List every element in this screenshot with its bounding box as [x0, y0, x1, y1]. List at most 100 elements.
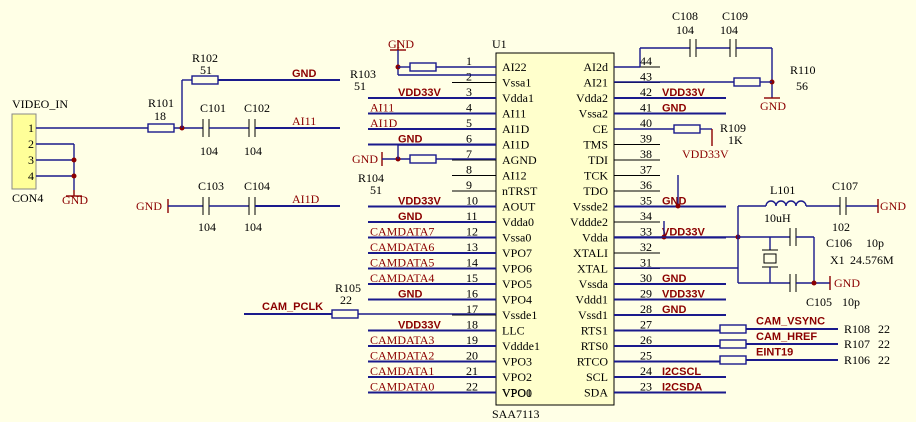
resistor-r108: [719, 324, 747, 334]
pin-name-7: AGND: [502, 153, 537, 167]
pin-net-13: CAMDATA6: [370, 240, 434, 254]
junction-dot: [71, 173, 77, 179]
resistor-r102: [191, 75, 219, 85]
pin-number-14: 14: [466, 256, 478, 270]
pin-net-4: AI11: [370, 101, 394, 115]
pin-number-24: 24: [640, 364, 652, 378]
pin-net-11: GND: [398, 211, 423, 223]
connector-body: [11, 113, 37, 190]
pin-net-25: EINT19: [756, 347, 793, 359]
pin-name-8: AI12: [502, 169, 527, 183]
pin-name-42: Vdda2: [576, 91, 608, 105]
c108-value: 104: [676, 23, 694, 37]
resistor-r107: [719, 339, 747, 349]
ai2-network: C108 104 C109 104 R110 56 GND: [614, 9, 816, 113]
r101-value: 18: [154, 109, 166, 123]
pin-net-24: I2CSCL: [662, 366, 701, 378]
pin-number-38: 38: [640, 147, 652, 161]
pin-net-27: CAM_VSYNC: [756, 316, 825, 328]
pin-number-9: 9: [466, 178, 472, 192]
r105-net-label: CAM_PCLK: [262, 301, 323, 313]
pin-name-18: LLC: [502, 324, 525, 338]
pin-net-5: AI1D: [370, 116, 398, 130]
c101-ref: C101: [200, 101, 226, 115]
connector-title: VIDEO_IN: [12, 97, 68, 111]
r109-ref: R109: [720, 121, 746, 135]
r110-ref: R110: [790, 63, 816, 77]
pin-net-18: VDD33V: [398, 320, 441, 332]
pin-net-42: VDD33V: [662, 87, 705, 99]
pin-name-13: VPO7: [502, 246, 532, 260]
pin-name-39: TMS: [583, 138, 608, 152]
connector-pin-2: 2: [28, 137, 34, 151]
r106-ref: R106: [844, 353, 870, 367]
pin-name-4: AI11: [502, 107, 526, 121]
pin-name-36: TDO: [583, 184, 608, 198]
r105-value: 22: [340, 293, 352, 307]
pin-name-6: AI1D: [502, 138, 530, 152]
r110-gnd-label: GND: [760, 99, 786, 113]
c103-gnd-label: GND: [136, 199, 162, 213]
pin-number-4: 4: [466, 101, 472, 115]
c107-gnd-label: GND: [880, 199, 906, 213]
r104-gnd-label: GND: [352, 152, 378, 166]
pin-number-35: 35: [640, 194, 652, 208]
resistor-r109: [673, 124, 701, 134]
r109-value: 1K: [728, 133, 743, 147]
r103-network: GND R103 51: [350, 37, 496, 93]
pin-net-19: CAMDATA3: [370, 333, 434, 347]
inductor-l101: [765, 200, 807, 207]
pin-net-12: CAMDATA7: [370, 225, 434, 239]
pin-number-30: 30: [640, 271, 652, 285]
pin-number-41: 41: [640, 101, 652, 115]
video-input-chain: R101 18 R102 51 GND C101 104 C102 104 AI…: [60, 51, 340, 158]
r104-value: 51: [370, 183, 382, 197]
pin-number-18: 18: [466, 318, 478, 332]
pin-name-14: VPO6: [502, 262, 532, 276]
pin-number-19: 19: [466, 333, 478, 347]
connector-pin-3: 3: [28, 153, 34, 167]
r103-value: 51: [354, 79, 366, 93]
crystal-x1: [763, 253, 777, 264]
pin-name-17: Vssde1: [502, 308, 537, 322]
pin-net-41: GND: [662, 103, 687, 115]
c109-value: 104: [720, 23, 738, 37]
c105-ref: C105: [806, 295, 832, 309]
pin-name-3: Vdda1: [502, 91, 534, 105]
pin-number-23: 23: [640, 380, 652, 394]
c104-net-label: AI1D: [292, 192, 320, 206]
pin-name-30: Vssda: [579, 277, 609, 291]
pin-number-16: 16: [466, 287, 478, 301]
r108-ref: R108: [844, 322, 870, 336]
resistor-r105: [331, 309, 359, 319]
r110-value: 56: [796, 79, 808, 93]
pin-name-19: Vddde1: [502, 339, 540, 353]
pin-name-29: Vddd1: [575, 293, 608, 307]
c103-ref: C103: [198, 179, 224, 193]
pin-number-34: 34: [640, 209, 652, 223]
pin-number-13: 13: [466, 240, 478, 254]
r104-network: GND R104 51: [352, 144, 496, 197]
c102-value: 104: [244, 144, 262, 158]
pin-number-36: 36: [640, 178, 652, 192]
pin-name-41: Vssa2: [579, 107, 608, 121]
pin-name-43: AI21: [583, 76, 608, 90]
c107-value: 102: [832, 220, 850, 234]
pin-net-35: GND: [662, 196, 687, 208]
pin-name-22: VPO1: [502, 386, 532, 400]
pin-net-14: CAMDATA5: [370, 256, 434, 270]
pin-name-27: RTS1: [581, 324, 608, 338]
pin-name-11: Vdda0: [502, 215, 534, 229]
pin-number-31: 31: [640, 256, 652, 270]
junction-dot: [71, 157, 77, 163]
x1-value: 24.576M: [850, 253, 894, 267]
pin-net-21: CAMDATA1: [370, 364, 434, 378]
pin-number-15: 15: [466, 271, 478, 285]
pin-name-35: Vssde2: [573, 200, 608, 214]
r103-ref: R103: [350, 67, 376, 81]
r102-value: 51: [200, 63, 212, 77]
junction-dot: [675, 203, 681, 209]
r101-ref: R101: [148, 96, 174, 110]
